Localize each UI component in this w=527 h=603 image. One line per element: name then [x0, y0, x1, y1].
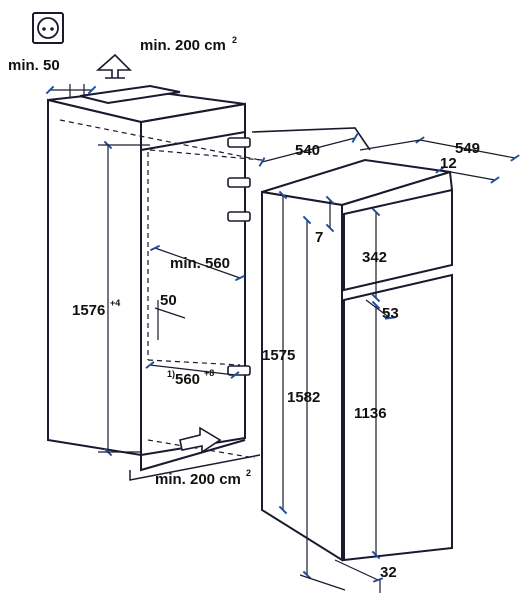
door-hinges	[227, 137, 251, 376]
label-vent-50: 50	[160, 292, 177, 309]
label-gap-top: min. 50	[8, 57, 60, 74]
dimension-lines	[45, 84, 520, 593]
label-vent-top: min. 200 cm	[140, 37, 226, 54]
label-door-gap-12: 12	[440, 155, 457, 172]
label-niche-width-note: 1)	[167, 369, 175, 379]
label-offset-7: 7	[315, 229, 323, 246]
label-niche-height-sup: +4	[110, 298, 120, 308]
label-niche-width-sup: +8	[204, 368, 214, 378]
airflow-in-arrow-icon	[179, 426, 222, 454]
label-total-height-1582: 1582	[287, 389, 320, 406]
label-appliance-height-1575: 1575	[262, 347, 295, 364]
label-gap-53: 53	[382, 305, 399, 322]
dimension-labels: min. 200 cm 2 min. 50 540 549 12 7 342 m…	[8, 35, 480, 581]
label-freezer-342: 342	[362, 249, 387, 266]
airflow-up-arrow-icon	[95, 53, 132, 79]
label-niche-width-560: 560	[175, 371, 200, 388]
power-socket-icon	[32, 12, 64, 44]
label-plinth-32: 32	[380, 564, 397, 581]
label-niche-depth: min. 560	[170, 255, 230, 272]
fridge-appliance	[251, 127, 454, 562]
label-fridge-door-1136: 1136	[354, 405, 387, 422]
label-depth-540: 540	[295, 142, 320, 159]
label-vent-top-sup: 2	[232, 35, 237, 45]
label-niche-height-1576: 1576	[72, 302, 105, 319]
label-depth-549: 549	[455, 140, 480, 157]
label-vent-bottom-sup: 2	[246, 468, 251, 478]
label-vent-bottom: min. 200 cm	[155, 471, 241, 488]
